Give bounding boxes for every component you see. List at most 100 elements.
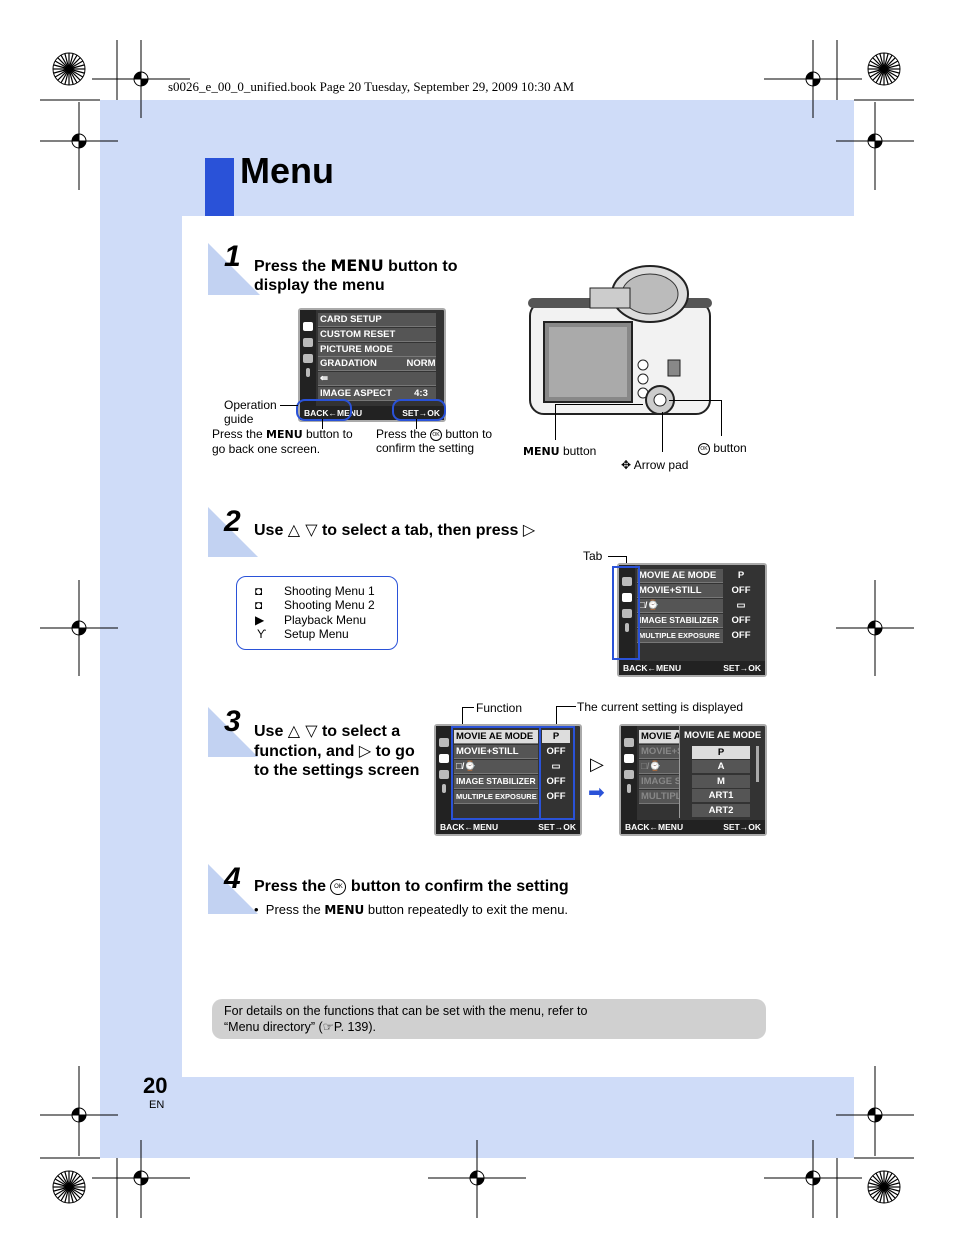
menu-value: P [737, 570, 745, 581]
submenu-item: ART2 [692, 804, 750, 817]
arrow-pad-label: ✥ Arrow pad [621, 458, 689, 472]
back-guide: BACK←MENU [304, 408, 363, 418]
submenu-title: MOVIE AE MODE [684, 730, 762, 741]
starburst-ray [883, 1178, 899, 1188]
camera2-icon: ◘ [255, 598, 263, 612]
starburst-ray [883, 1186, 896, 1199]
starburst-ray [68, 1186, 78, 1202]
starburst-ray [54, 68, 70, 78]
submenu-item: M [692, 775, 750, 788]
starburst-ray [57, 68, 70, 81]
starburst-ray [68, 1186, 81, 1199]
starburst-ray [68, 64, 85, 70]
starburst-ray [869, 1178, 885, 1188]
ok-icon: OK [698, 442, 710, 455]
starburst-ray [883, 1186, 889, 1203]
menu-value: OFF [731, 585, 751, 596]
starburst-ray [68, 1186, 84, 1196]
menu-value: OFF [546, 776, 566, 787]
current-setting-label: The current setting is displayed [577, 700, 744, 714]
starburst-ray [68, 68, 81, 81]
starburst-ray [868, 1182, 885, 1188]
starburst-ray [68, 1178, 84, 1188]
step-1-text: Press the MENU button to display the men… [254, 256, 458, 294]
step-3-text: Use △ ▽ to select a function, and ▷ to g… [254, 721, 420, 779]
ok-button-label: OK button [698, 441, 747, 455]
step-1-number: 1 [224, 240, 241, 273]
arrow-pad-icon: ✥ [621, 458, 634, 472]
starburst-ray [57, 1186, 70, 1199]
starburst-ray [68, 1182, 85, 1188]
submenu-item: ART1 [692, 789, 750, 802]
starburst-ray [57, 57, 70, 70]
starburst-ray [68, 1171, 74, 1188]
tab-label: Tab [583, 549, 603, 563]
starburst-ray [879, 53, 885, 70]
starburst-ray [68, 1186, 85, 1192]
camera-tab-icon [303, 322, 313, 331]
function-label: Function [476, 701, 523, 715]
starburst-ray [68, 1172, 78, 1188]
starburst-ray [68, 68, 78, 84]
starburst-ray [64, 1186, 70, 1203]
starburst-ray [57, 1175, 70, 1188]
starburst-ray [54, 60, 70, 70]
menu-row: GRADATION [318, 357, 436, 371]
menu-row: MOVIE AE MODE [637, 569, 723, 583]
page-number: 20 [143, 1073, 168, 1098]
right-arrow-icon: ▷ [590, 754, 604, 775]
starburst-ray [68, 53, 74, 70]
menu-row: CUSTOM RESET [318, 328, 436, 342]
menu-row: MOVIE+STILL [637, 584, 723, 598]
starburst-ray [883, 68, 896, 81]
starburst-ray [872, 57, 885, 70]
starburst-ray [883, 1186, 899, 1196]
submenu-scrollbar [756, 746, 759, 782]
step-4-number: 4 [224, 862, 241, 895]
reference-note: For details on the functions that can be… [212, 999, 766, 1039]
starburst-ray [883, 64, 900, 70]
back-guide: BACK←MENU [440, 822, 499, 832]
starburst-ray [883, 54, 893, 70]
starburst-ray [68, 1175, 81, 1188]
menu-row: MOVIE A [639, 730, 681, 744]
menu-value: OFF [546, 791, 566, 802]
starburst-ray [869, 60, 885, 70]
starburst-ray [883, 1175, 896, 1188]
tab-name: Setup Menu [284, 627, 349, 641]
starburst-ray [875, 1186, 885, 1202]
starburst-ray [872, 68, 885, 81]
starburst-ray [872, 1186, 885, 1199]
starburst-ray [68, 1186, 74, 1203]
starburst-ray [54, 1186, 70, 1196]
play-tab-icon [303, 354, 313, 363]
submenu-panel: MOVIE AE MODE P A M ART1 ART2 [679, 726, 764, 818]
page-title: Menu [240, 150, 334, 191]
current-setting-highlight [539, 726, 575, 820]
starburst-ray [868, 64, 885, 70]
tab-name: Shooting Menu 2 [284, 598, 375, 612]
menu-value: NORM [406, 358, 436, 369]
starburst-ray [53, 64, 70, 70]
bottom-band [182, 1077, 854, 1158]
starburst-ray [883, 68, 899, 78]
ok-note: Press the OK button to confirm the setti… [376, 427, 493, 455]
menu-row: MOVIE+S [639, 745, 681, 759]
title-accent-bar [205, 158, 234, 216]
menu-value: OFF [731, 630, 751, 641]
menu-value: 4:3 [414, 388, 428, 399]
starburst-ray [60, 54, 70, 70]
submenu-item-selected: P [692, 746, 750, 759]
starburst-ray [868, 1186, 885, 1192]
starburst-ray [68, 60, 84, 70]
starburst-ray [875, 68, 885, 84]
wrench-icon: Ƴ [257, 627, 267, 641]
starburst-ray [60, 68, 70, 84]
set-guide: SET→OK [538, 822, 576, 832]
starburst-ray [68, 68, 74, 85]
step-2-number: 2 [224, 505, 241, 538]
starburst-ray [879, 68, 885, 85]
starburst-ray [883, 60, 899, 70]
starburst-ray [53, 1182, 70, 1188]
